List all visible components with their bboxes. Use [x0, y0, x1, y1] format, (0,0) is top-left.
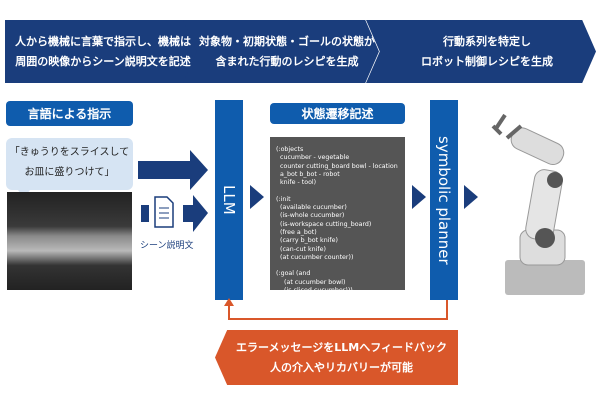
llm-block: LLM: [215, 100, 243, 300]
feedback-text-2: 人の介入やリカバリーが可能: [270, 360, 413, 374]
document-icon: [154, 196, 174, 228]
instruction-text-1: 「きゅうりをスライスして: [9, 147, 130, 158]
step-3-line1: 行動系列を特定し: [443, 35, 531, 49]
instruction-bubble: 「きゅうりをスライスしてお皿に盛りつけて」: [6, 138, 133, 198]
arrows-to-llm: [138, 150, 208, 232]
symbolic-planner-block: symbolic planner: [430, 100, 458, 300]
step-1-line1: 人から機械に言葉で指示し、機械は: [15, 35, 191, 49]
step-3-chevron: 行動系列を特定しロボット制御レシピを生成: [366, 20, 596, 83]
instruction-arrow: [138, 150, 208, 190]
instruction-text-2: お皿に盛りつけて」: [24, 167, 115, 178]
feedback-loop-line: [224, 298, 448, 320]
scene-description-label: シーン説明文: [140, 241, 194, 251]
llm-label: LLM: [220, 185, 238, 215]
step-2-line2: 含まれた行動のレシピを生成: [215, 54, 359, 68]
arrow-state-to-planner: [412, 185, 426, 209]
step-2-line1: 対象物・初期状態・ゴールの状態が: [199, 35, 375, 49]
scene-arrow: [183, 195, 208, 232]
step-2-chevron: 対象物・初期状態・ゴールの状態が含まれた行動のレシピを生成: [183, 20, 379, 83]
robot-arm-image: [491, 113, 585, 295]
instruction-label: 言語による指示: [6, 101, 133, 126]
scene-arrow-tail: [141, 205, 149, 222]
kitchen-robot-photo: [7, 192, 132, 290]
pddl-code-box: (:objects cucumber - vegetable counter c…: [270, 137, 405, 294]
step-1-line2: 周囲の映像からシーン説明文を記述: [15, 54, 191, 68]
feedback-text-1: エラーメッセージをLLMへフィードバック: [235, 340, 448, 354]
step-1-chevron: 人から機械に言葉で指示し、機械は周囲の映像からシーン説明文を記述: [5, 20, 201, 83]
arrow-planner-to-robot: [464, 185, 478, 209]
step-3-line2: ロボット制御レシピを生成: [421, 54, 553, 68]
state-transition-label: 状態遷移記述: [270, 103, 405, 124]
arrow-llm-to-state: [250, 185, 264, 209]
planner-label: symbolic planner: [435, 135, 453, 265]
feedback-banner: エラーメッセージをLLMへフィードバック人の介入やリカバリーが可能: [215, 330, 458, 385]
